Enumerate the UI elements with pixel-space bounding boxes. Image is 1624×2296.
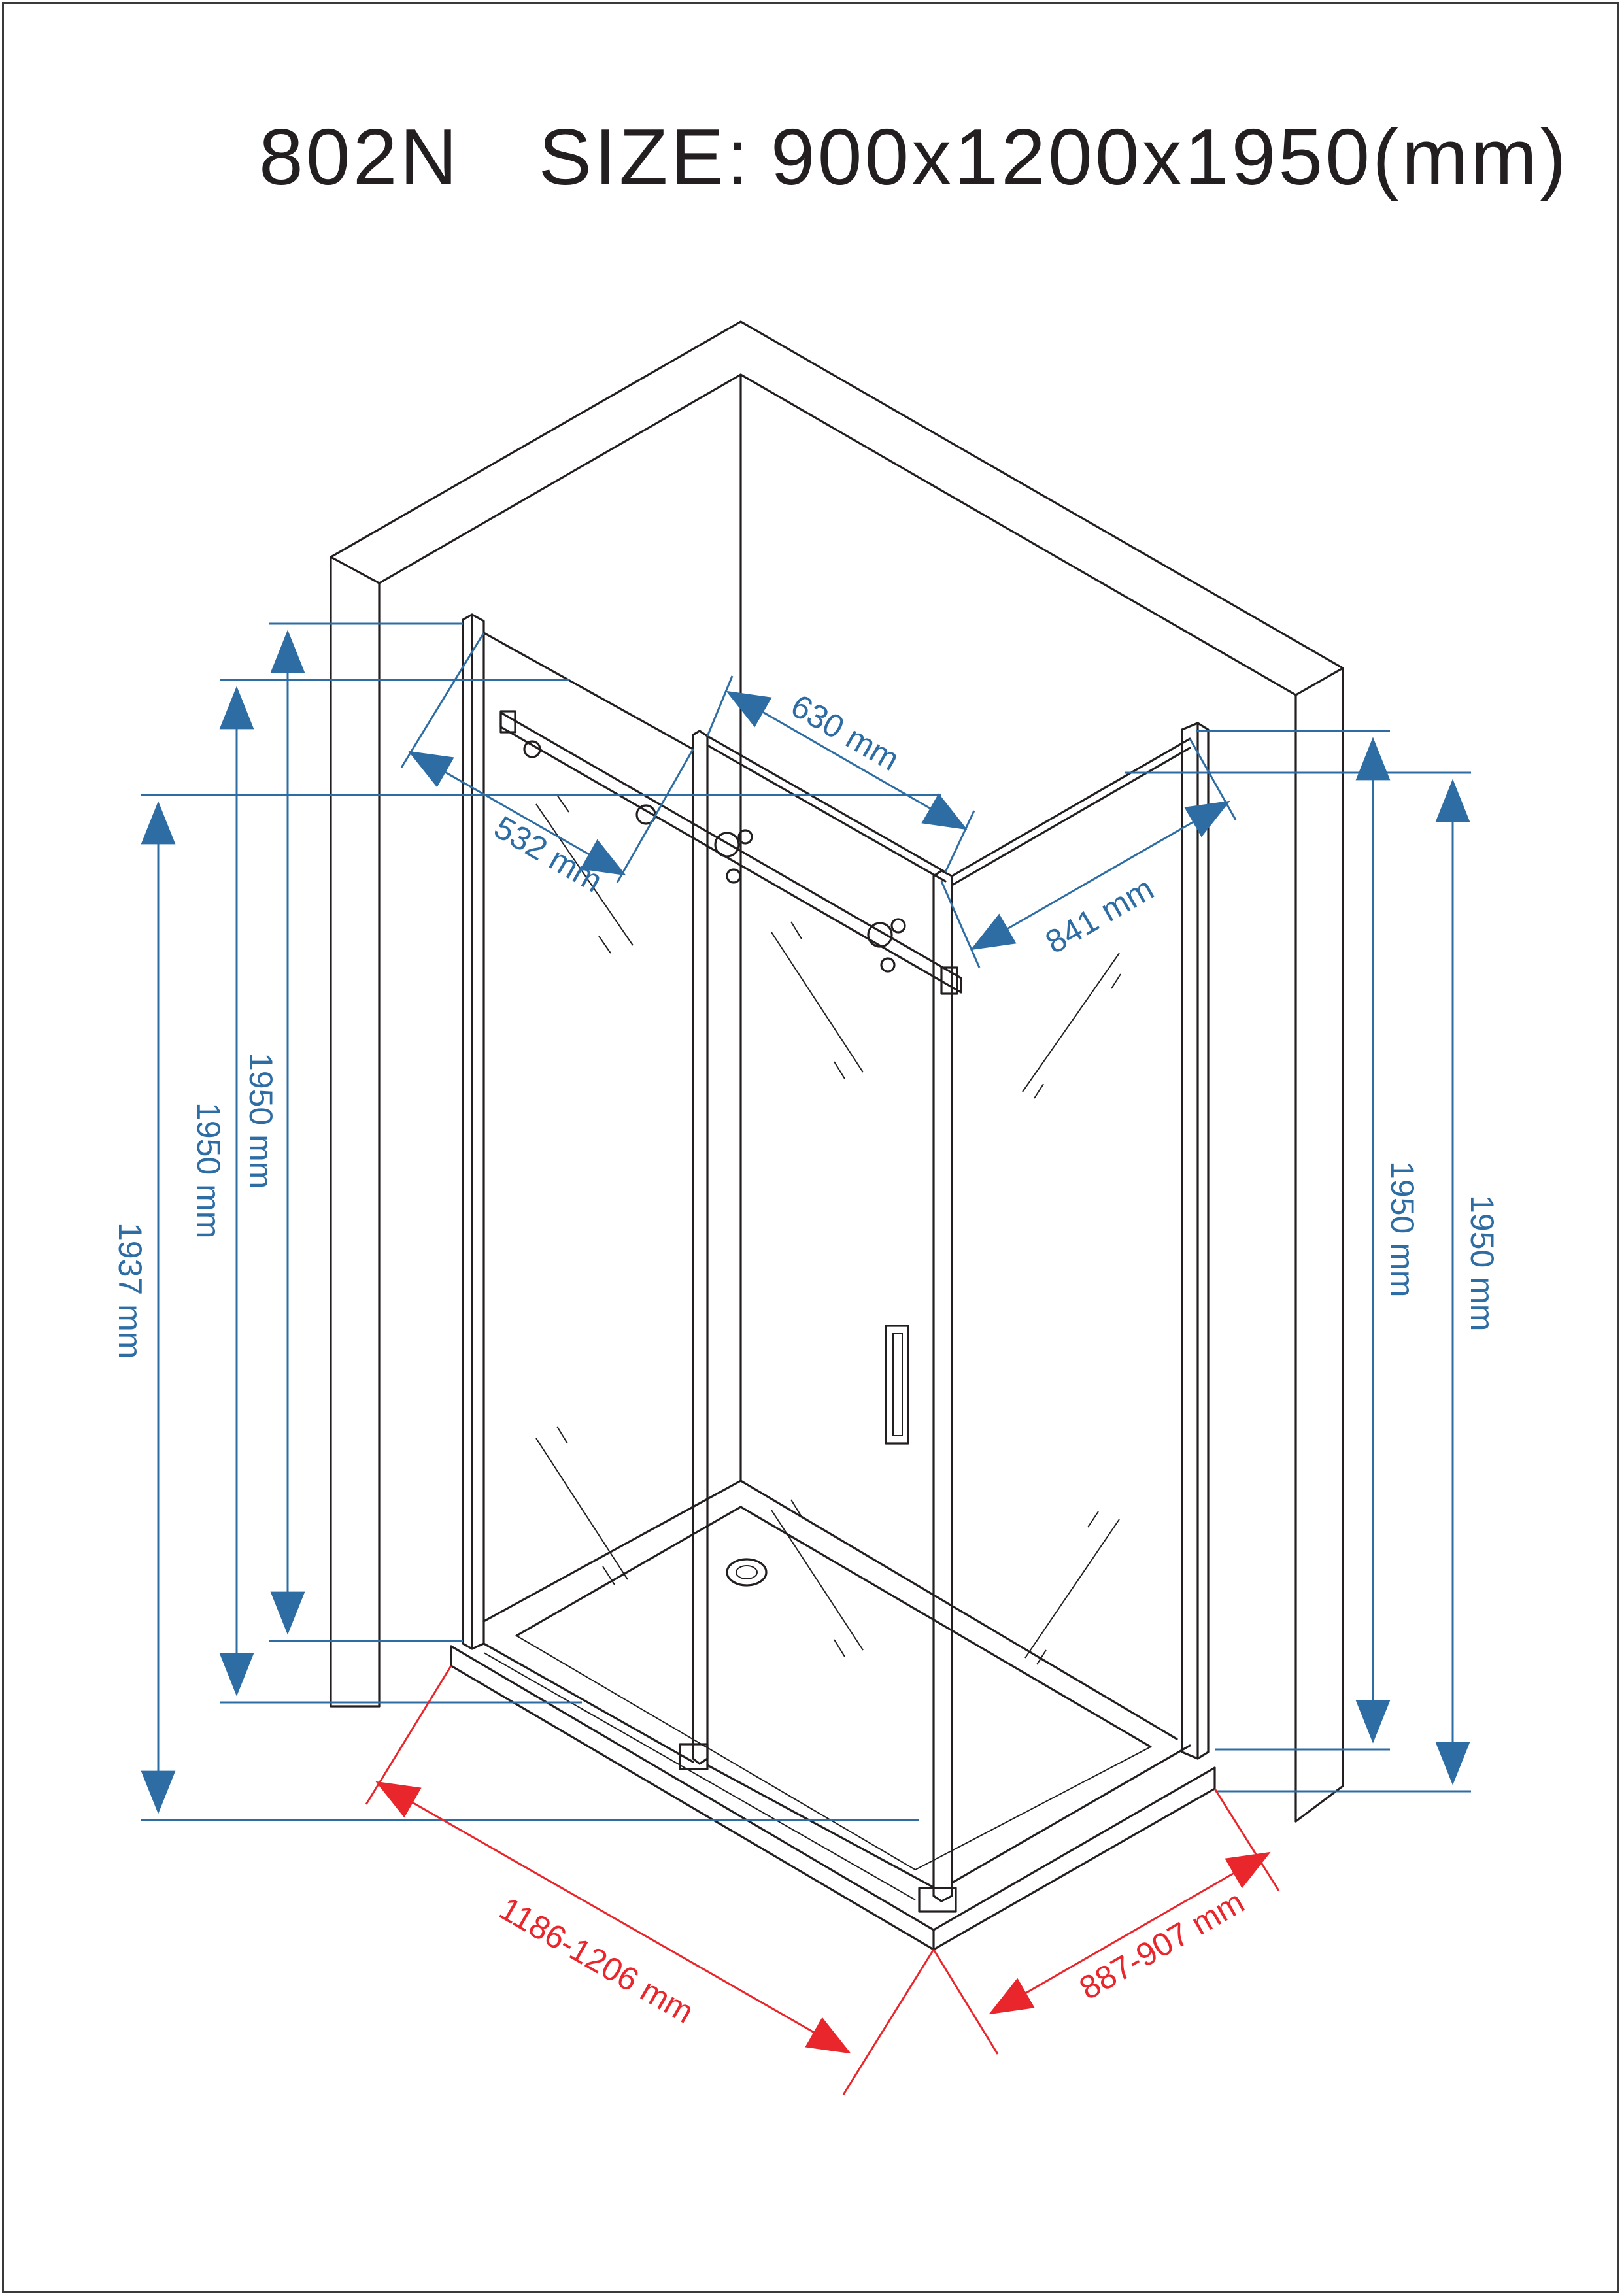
left-wall-profile — [462, 613, 485, 1650]
left-dimensions: 1950 mm 1950 mm 1937 mm — [112, 622, 941, 1821]
shower-tray — [450, 1479, 1216, 1951]
wall-structure — [330, 320, 1344, 1823]
dim-front-length: 1186-1206 mm — [494, 1890, 700, 2031]
dim-left-mid-height: 1950 mm — [190, 1102, 227, 1238]
glass-reflections — [535, 794, 1121, 1665]
middle-profile — [679, 730, 709, 1770]
dim-left-inner-height: 1950 mm — [243, 1053, 279, 1189]
door-handle — [885, 1325, 909, 1445]
dim-right-outer-height: 1950 mm — [1464, 1195, 1500, 1331]
dim-right-inner-height: 1950 mm — [1384, 1161, 1421, 1297]
dim-side-length: 887-907 mm — [1074, 1883, 1251, 2007]
right-dimensions: 1950 mm 1950 mm — [1125, 730, 1500, 1793]
size-label: SIZE: — [538, 112, 751, 201]
roller-icon — [867, 922, 893, 948]
sliding-door — [706, 735, 947, 1889]
model-number: 802N — [259, 112, 460, 201]
bottom-dimensions: 1186-1206 mm 887-907 mm — [365, 1665, 1280, 2095]
dim-door-width: 630 mm — [785, 687, 905, 778]
right-side-glass — [951, 722, 1210, 1884]
top-rail — [499, 710, 962, 995]
front-corner-profile — [918, 869, 957, 1913]
roller-icon — [714, 832, 740, 858]
drain-icon — [726, 1558, 768, 1587]
title: 802N SIZE:900x1200x1950(mm) — [259, 105, 1566, 209]
dim-left-outer-height: 1937 mm — [112, 1223, 148, 1359]
size-value: 900x1200x1950(mm) — [770, 112, 1569, 201]
dim-side-panel-width: 841 mm — [1040, 870, 1160, 961]
